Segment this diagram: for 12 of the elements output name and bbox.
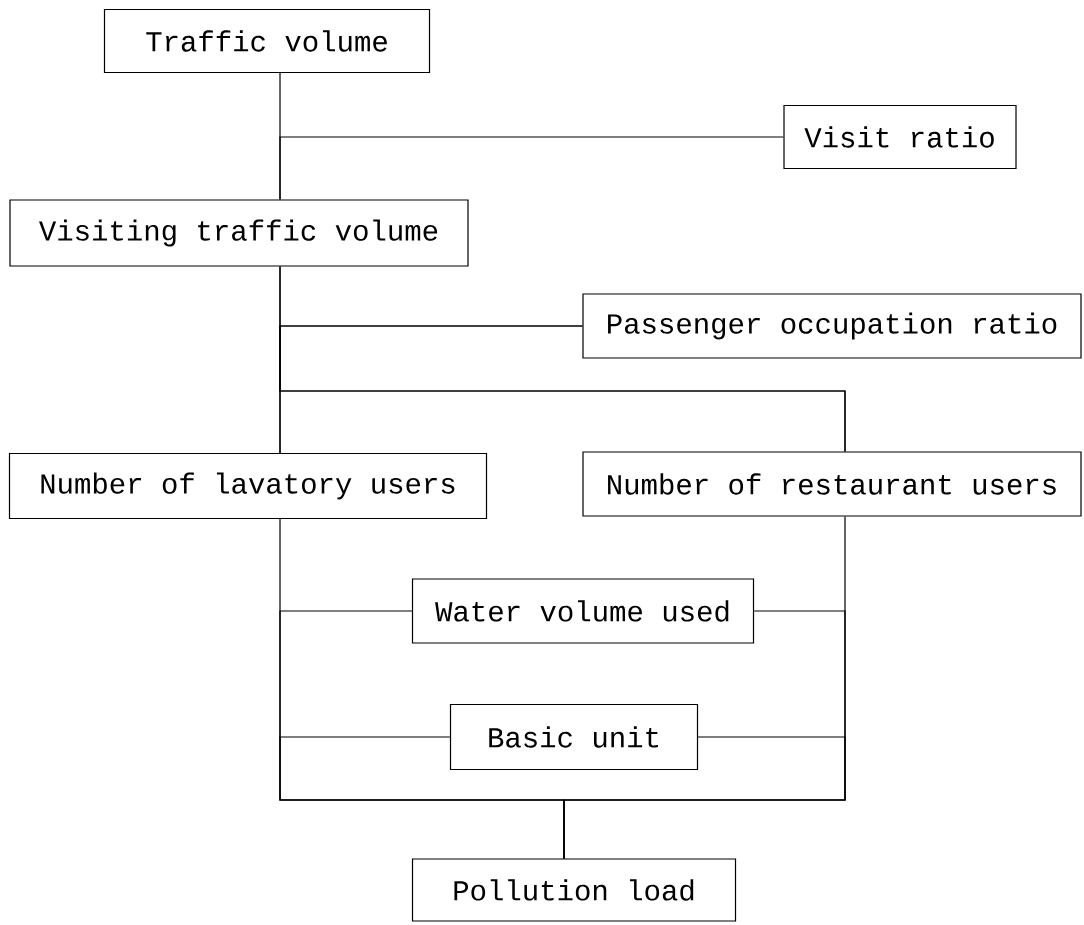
process-box: Water volume used	[411, 578, 755, 644]
process-box: Visiting traffic volume	[9, 199, 469, 267]
process-box: Number of lavatory users	[8, 452, 488, 520]
process-box: Passenger occupation ratio	[582, 293, 1082, 359]
connector-line	[279, 136, 784, 200]
connector-line	[279, 325, 846, 452]
process-box: Basic unit	[449, 703, 699, 771]
process-box: Visit ratio	[783, 104, 1017, 170]
process-box: Pollution load	[411, 858, 737, 922]
connector-line	[279, 736, 846, 859]
process-box: Traffic volume	[103, 8, 431, 74]
process-box: Number of restaurant users	[582, 451, 1082, 517]
